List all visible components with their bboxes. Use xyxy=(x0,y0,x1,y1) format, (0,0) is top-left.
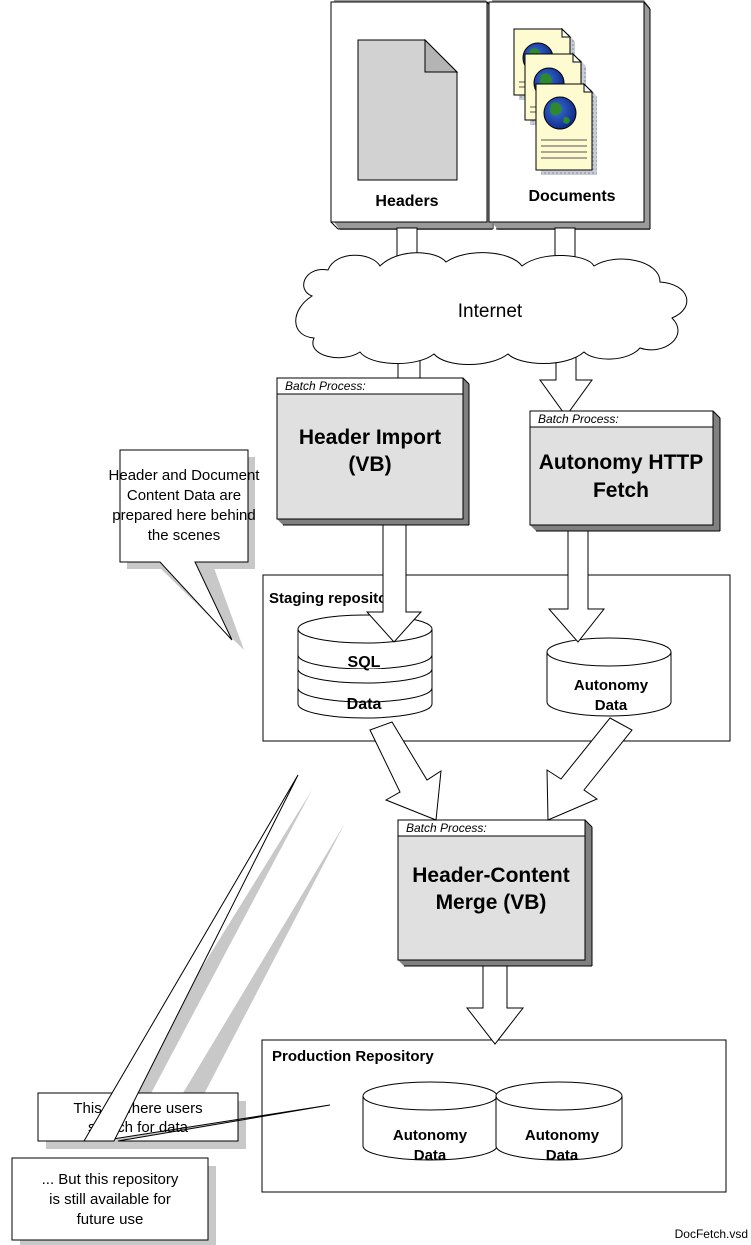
merge-process: Batch Process: Header-Content Merge (VB) xyxy=(397,819,593,967)
future-note-callout: ... But this repository is still availab… xyxy=(11,1157,209,1241)
batch-process-label: Batch Process: xyxy=(538,412,619,426)
batch-process-label: Batch Process: xyxy=(285,379,366,393)
web-documents-icon xyxy=(513,27,597,175)
autonomy-database-icon: Autonomy Data xyxy=(362,1081,498,1164)
sql-label: SQL xyxy=(348,654,381,671)
autonomy-database-icon: Autonomy Data xyxy=(546,637,672,717)
internet-label: Internet xyxy=(458,301,523,322)
merge-title-1: Header-Content xyxy=(412,864,570,887)
autonomy-fetch-process: Batch Process: Autonomy HTTP Fetch xyxy=(529,410,721,532)
production-title: Production Repository xyxy=(272,1048,434,1065)
future-note-line-2: is still available for xyxy=(49,1191,171,1208)
header-import-process: Batch Process: Header Import (VB) xyxy=(276,377,470,526)
arrow-merge-to-production xyxy=(465,965,525,1045)
future-note-line-3: future use xyxy=(77,1211,144,1228)
staging-title: Staging repository xyxy=(269,590,402,607)
prod-db1-label-1: Autonomy xyxy=(393,1127,468,1144)
internet-cloud: Internet xyxy=(295,252,688,365)
batch-process-label: Batch Process: xyxy=(406,821,487,835)
header-import-title-1: Header Import xyxy=(299,426,441,449)
header-import-title-2: (VB) xyxy=(348,453,391,476)
staging-note-line-4: the scenes xyxy=(148,527,221,544)
autonomy-database-icon: Autonomy Data xyxy=(495,1081,623,1164)
future-note-pointer xyxy=(83,774,299,1142)
headers-source: Headers xyxy=(330,0,494,230)
staging-note-line-2: Content Data are xyxy=(127,487,241,504)
documents-label: Documents xyxy=(528,188,615,205)
arrow-autonomy-to-merge xyxy=(546,717,633,821)
autonomy-db-label-2: Data xyxy=(595,697,628,714)
prod-db1-label-2: Data xyxy=(414,1147,447,1164)
staging-note-callout: Header and Document Content Data are pre… xyxy=(109,449,261,641)
staging-note-line-3: prepared here behind xyxy=(112,507,255,524)
staging-arrows xyxy=(365,524,606,643)
merge-title-2: Merge (VB) xyxy=(436,891,547,914)
document-icon xyxy=(357,38,459,181)
prod-db2-label-2: Data xyxy=(546,1147,579,1164)
arrow-sql-to-merge xyxy=(369,721,442,821)
merge-arrows xyxy=(369,717,633,821)
staging-note-line-1: Header and Document xyxy=(109,467,261,484)
autonomy-db-label-1: Autonomy xyxy=(574,677,649,694)
documents-source: Documents xyxy=(488,0,651,230)
users-note-line-1: This is where users xyxy=(73,1100,202,1117)
prod-db2-label-1: Autonomy xyxy=(525,1127,600,1144)
production-repository: Production Repository Autonomy Data Auto… xyxy=(261,1039,727,1193)
sql-data-label: Data xyxy=(347,696,382,713)
arrow-import-to-sql xyxy=(365,524,423,643)
filename-label: DocFetch.vsd xyxy=(675,1227,748,1241)
autonomy-fetch-title-2: Fetch xyxy=(593,479,649,502)
autonomy-fetch-title-1: Autonomy HTTP xyxy=(539,451,703,474)
headers-label: Headers xyxy=(375,193,438,210)
arrow-fetch-to-autonomy xyxy=(547,530,606,643)
staging-repository: Staging repository SQL Data Autonomy Dat… xyxy=(262,574,731,742)
future-note-line-1: ... But this repository xyxy=(42,1171,179,1188)
